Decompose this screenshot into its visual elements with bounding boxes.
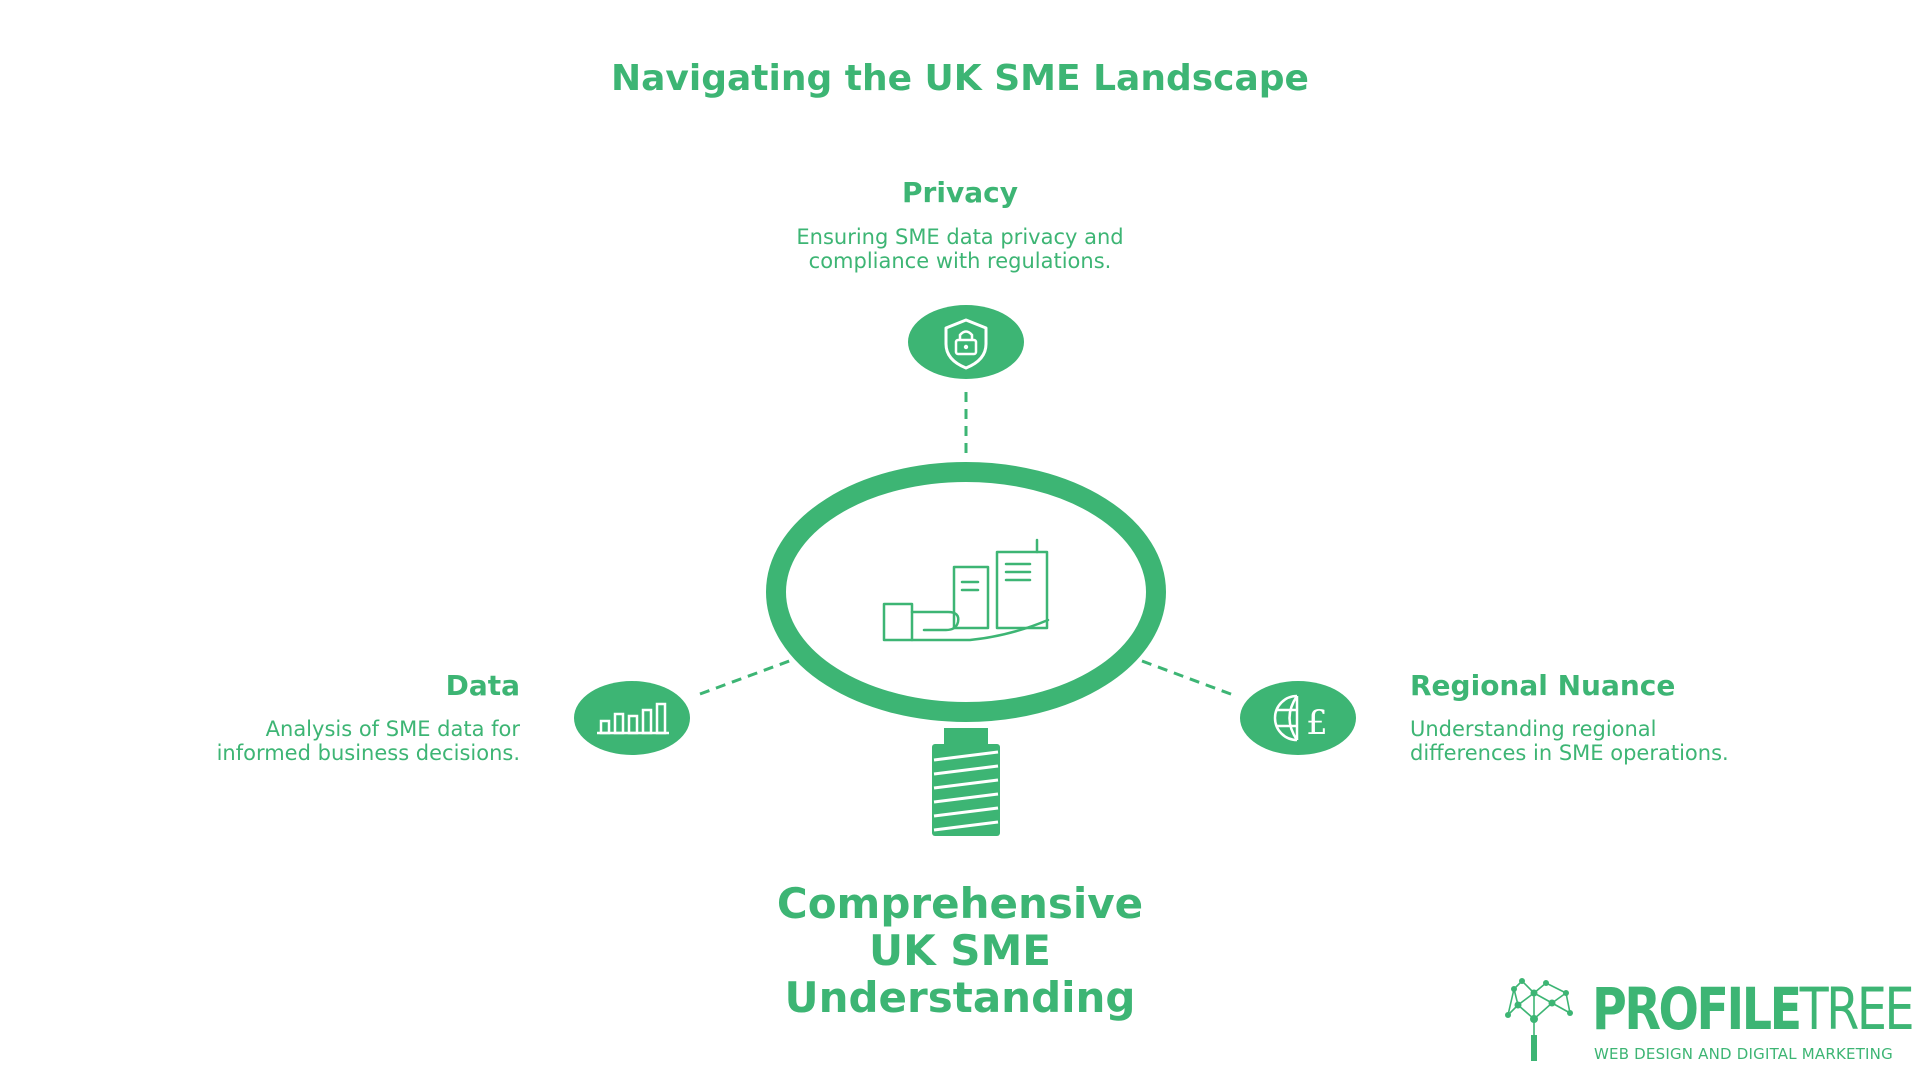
regional-connector: [1141, 659, 1237, 698]
diagram-title: Navigating the UK SME Landscape: [611, 58, 1309, 99]
svg-text:£: £: [1306, 703, 1328, 743]
data-description: Analysis of SME data for informed busine…: [216, 717, 520, 765]
magnifier-lens: [766, 462, 1166, 722]
shield-lock-icon: [908, 305, 1024, 379]
hand-holding-buildings-icon: [882, 538, 1050, 642]
profiletree-logo: PROFILETREE WEB DESIGN AND DIGITAL MARKE…: [1500, 975, 1915, 1065]
magnifier-handle: [932, 728, 1000, 836]
bar-chart-icon: [574, 681, 690, 755]
regional-nuance-heading: Regional Nuance: [1410, 669, 1676, 702]
privacy-description: Ensuring SME data privacy and compliance…: [796, 225, 1124, 273]
logo-wordmark: PROFILETREE: [1592, 975, 1915, 1043]
logo-tagline: WEB DESIGN AND DIGITAL MARKETING: [1594, 1045, 1893, 1063]
center-label: Comprehensive UK SME Understanding: [776, 879, 1144, 1022]
globe-pound-icon: £: [1240, 681, 1356, 755]
tree-network-icon: [1505, 978, 1573, 1061]
regional-nuance-description: Understanding regional differences in SM…: [1410, 717, 1729, 765]
data-heading: Data: [445, 669, 520, 702]
data-connector: [699, 658, 793, 696]
privacy-heading: Privacy: [902, 176, 1018, 209]
